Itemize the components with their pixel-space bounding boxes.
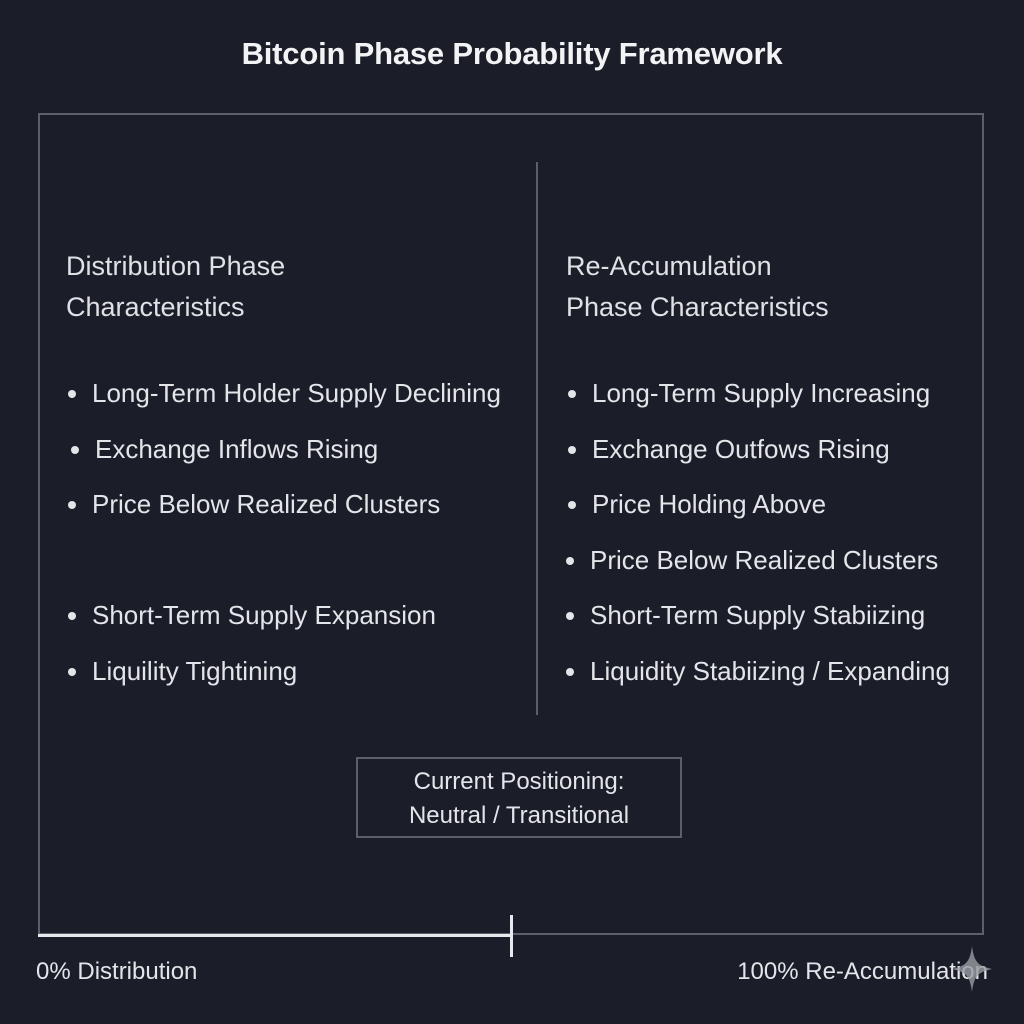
distribution-heading: Distribution Phase Characteristics bbox=[66, 251, 286, 322]
distribution-bullet: Exchange Inflows Rising bbox=[69, 434, 378, 464]
probability-scale-track bbox=[38, 934, 513, 937]
scale-right-label: 100% Re-Accumulation bbox=[737, 958, 988, 985]
sparkle-icon bbox=[952, 946, 992, 992]
diagram-title: Bitcoin Phase Probability Framework bbox=[241, 36, 783, 71]
re-accumulation-bullet: Price Holding Above bbox=[566, 489, 826, 519]
distribution-column: Distribution Phase Characteristics Long-… bbox=[66, 246, 526, 686]
re-accumulation-column: Re-Accumulation Phase Characteristics Lo… bbox=[565, 246, 986, 686]
re-accumulation-bullet: Price Below Realized Clusters bbox=[564, 545, 938, 575]
re-accumulation-bullet: Short-Term Supply Stabiizing bbox=[564, 600, 925, 630]
distribution-bullet: Long-Term Holder Supply Declining bbox=[66, 378, 501, 408]
current-positioning-value: Neutral / Transitional bbox=[408, 802, 630, 829]
distribution-bullet: Liquility Tightining bbox=[66, 656, 297, 686]
probability-scale-marker bbox=[510, 915, 513, 957]
current-positioning-box: Current Positioning: Neutral / Transitio… bbox=[356, 757, 682, 838]
re-accumulation-bullet: Liquidity Stabiizing / Expanding bbox=[564, 656, 950, 686]
re-accumulation-bullet: Long-Term Supply Increasing bbox=[566, 378, 930, 408]
distribution-bullet: Short-Term Supply Expansion bbox=[66, 600, 436, 630]
re-accumulation-heading: Re-Accumulation Phase Characteristics bbox=[566, 251, 829, 322]
current-positioning-label: Current Positioning: bbox=[413, 768, 625, 795]
distribution-bullet: Price Below Realized Clusters bbox=[66, 489, 440, 519]
re-accumulation-bullet: Exchange Outfows Rising bbox=[566, 434, 890, 464]
scale-left-label: 0% Distribution bbox=[36, 958, 198, 985]
column-divider bbox=[536, 162, 538, 715]
